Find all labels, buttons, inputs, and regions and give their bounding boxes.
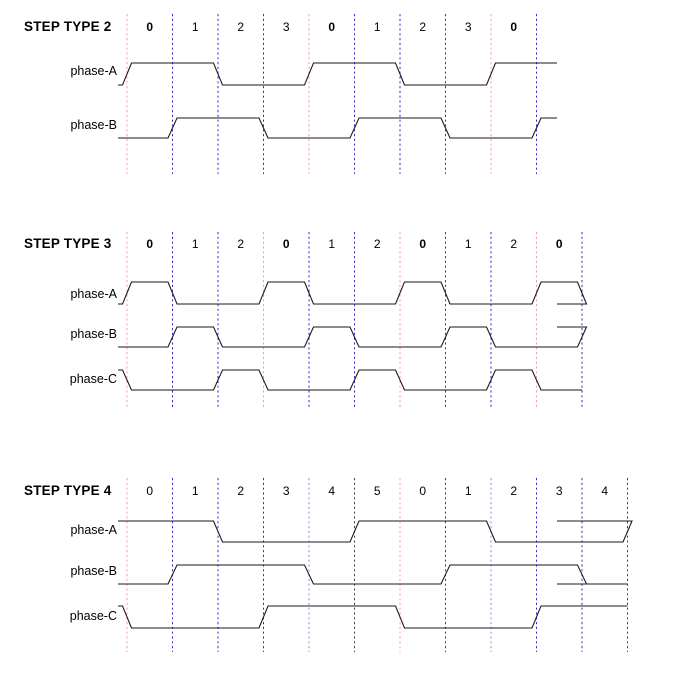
step-number-label: 3 — [282, 484, 290, 498]
phase-label-phase-A: phase-A — [70, 523, 117, 537]
phase-label-phase-C: phase-C — [69, 372, 117, 386]
step-number-label: 1 — [464, 484, 472, 498]
waveform-step-type-2-phase-B — [118, 117, 557, 139]
step-number-label: 1 — [191, 20, 199, 34]
step-number-label: 1 — [464, 237, 472, 251]
phase-label-phase-B: phase-B — [70, 327, 117, 341]
waveform-step-type-3-phase-B — [118, 326, 588, 348]
step-number-label: 0 — [510, 20, 518, 34]
step-number-label: 2 — [373, 237, 381, 251]
step-number-label: 0 — [555, 237, 563, 251]
waveform-step-type-4-phase-B — [118, 564, 628, 585]
phase-label-phase-C: phase-C — [69, 609, 117, 623]
step-number-label: 0 — [282, 237, 290, 251]
step-number-label: 0 — [419, 484, 427, 498]
waveform-step-type-3-phase-C — [118, 369, 582, 391]
phase-label-phase-B: phase-B — [70, 564, 117, 578]
step-number-label: 4 — [601, 484, 609, 498]
step-number-label: 3 — [282, 20, 290, 34]
step-number-label: 1 — [191, 484, 199, 498]
waveform-step-type-4-phase-C — [118, 605, 628, 629]
step-number-label: 1 — [373, 20, 381, 34]
step-number-label: 1 — [191, 237, 199, 251]
step-number-label: 0 — [419, 237, 427, 251]
step-number-label: 0 — [146, 20, 154, 34]
step-number-label: 2 — [510, 484, 518, 498]
phase-label-phase-A: phase-A — [70, 64, 117, 78]
step-number-label: 2 — [419, 20, 427, 34]
block-title-step-type-2: STEP TYPE 2 — [24, 19, 112, 34]
step-number-label: 1 — [328, 237, 336, 251]
step-number-label: 0 — [146, 237, 154, 251]
phase-label-phase-B: phase-B — [70, 118, 117, 132]
waveform-step-type-2-phase-A — [118, 62, 557, 86]
phase-label-phase-A: phase-A — [70, 287, 117, 301]
step-number-label: 2 — [237, 20, 245, 34]
block-title-step-type-4: STEP TYPE 4 — [24, 483, 112, 498]
step-number-label: 0 — [328, 20, 336, 34]
step-number-label: 0 — [146, 484, 154, 498]
waveform-step-type-4-phase-A — [118, 520, 633, 543]
block-title-step-type-3: STEP TYPE 3 — [24, 236, 112, 251]
step-number-label: 2 — [510, 237, 518, 251]
step-number-label: 2 — [237, 237, 245, 251]
step-number-label: 3 — [464, 20, 472, 34]
waveform-step-type-3-phase-A — [118, 281, 588, 305]
step-number-label: 3 — [555, 484, 563, 498]
step-number-label: 2 — [237, 484, 245, 498]
step-number-label: 4 — [328, 484, 336, 498]
step-number-label: 5 — [373, 484, 381, 498]
